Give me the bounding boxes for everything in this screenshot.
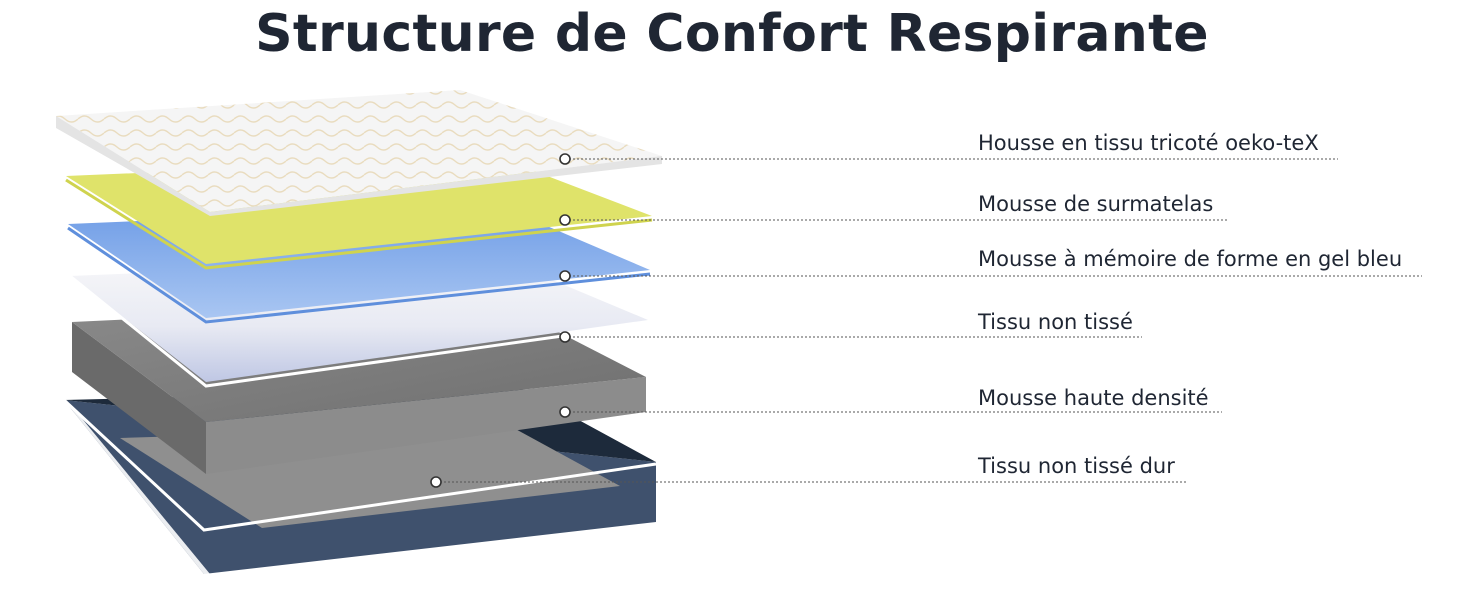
label-cover: Housse en tissu tricoté oeko-teX [978, 131, 1319, 155]
leader-dot-base [430, 476, 442, 488]
leader-dot-nonwoven [559, 331, 571, 343]
leader-dots [430, 153, 571, 488]
leader-lines [436, 158, 1422, 483]
label-gel-foam: Mousse à mémoire de forme en gel bleu [978, 247, 1403, 271]
label-nonwoven: Tissu non tissé [978, 310, 1133, 334]
leader-dot-gel-foam [559, 270, 571, 282]
leader-dot-comfort-foam [559, 214, 571, 226]
leader-dot-hd-foam [559, 406, 571, 418]
layer-cover [56, 90, 662, 216]
label-hd-foam: Mousse haute densité [978, 386, 1209, 410]
label-base: Tissu non tissé dur [978, 454, 1175, 478]
page-title: Structure de Confort Respirante [255, 4, 1209, 64]
label-comfort-foam: Mousse de surmatelas [978, 192, 1214, 216]
leader-dot-cover [559, 153, 571, 165]
